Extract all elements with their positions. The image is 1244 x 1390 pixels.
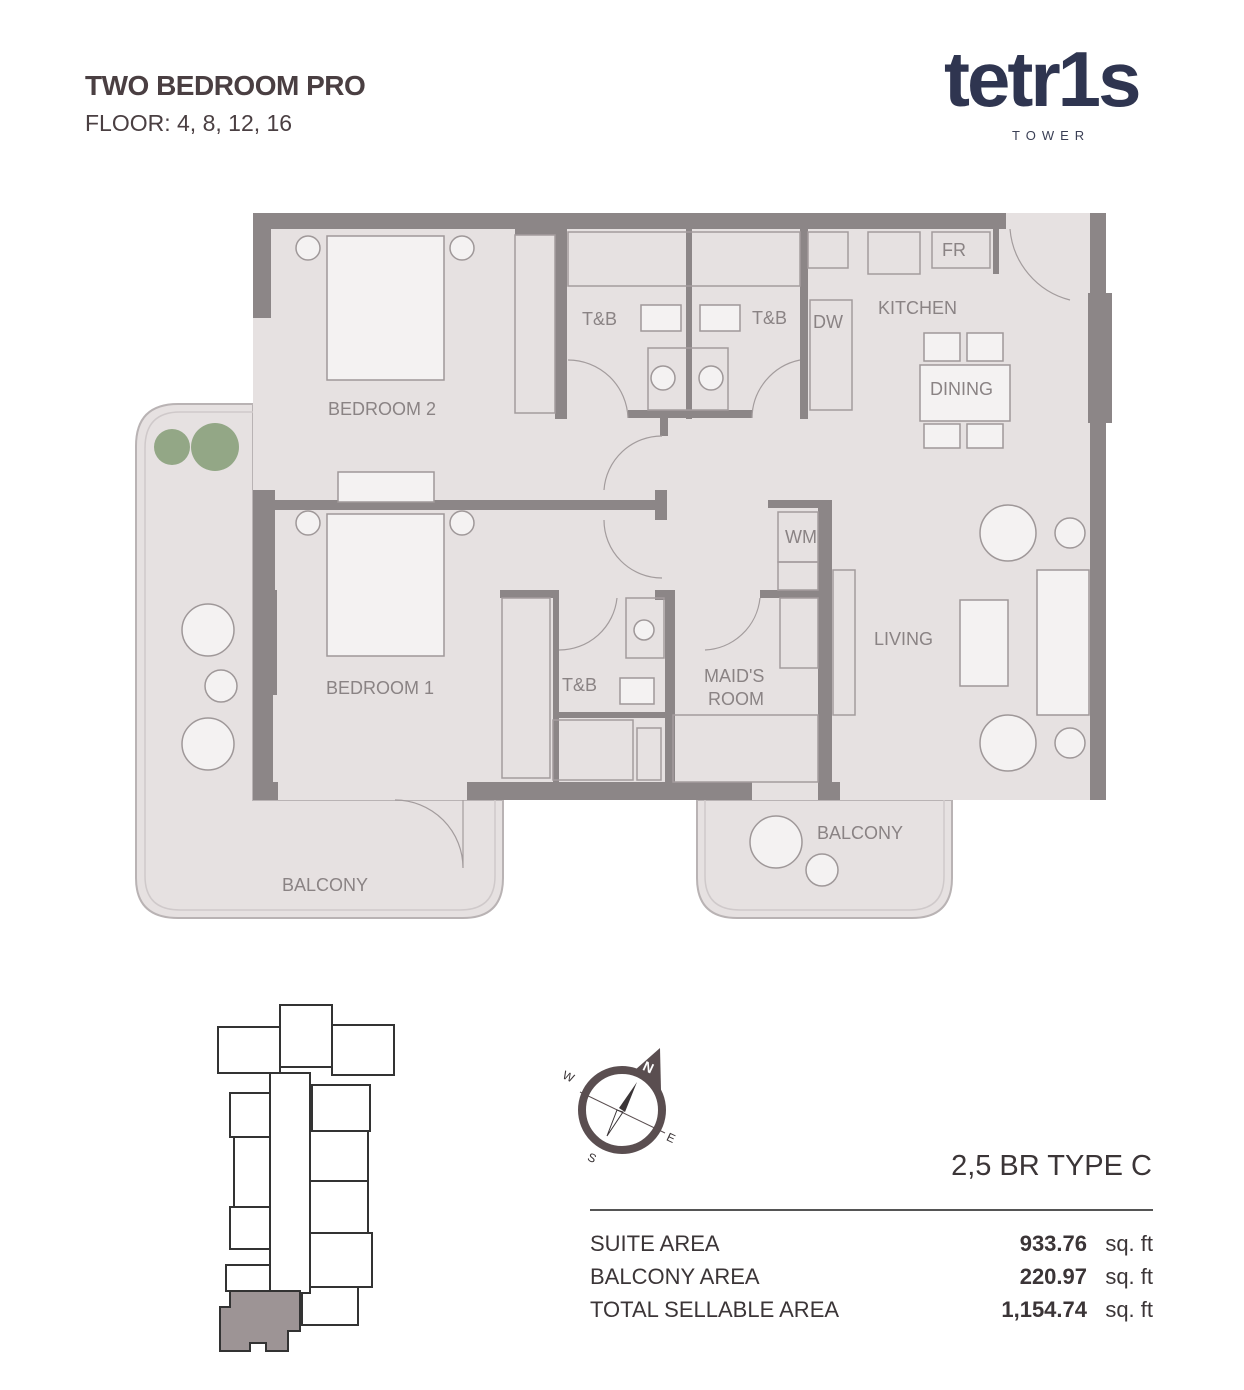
floor-plan: BEDROOM 2 BEDROOM 1 T&B T&B T&B KITCHEN … [135,213,1112,919]
label-bedroom-2: BEDROOM 2 [328,399,436,419]
label-tb-b: T&B [752,308,787,328]
label-wm: WM [785,527,817,547]
key-plan [217,1004,395,1352]
plan-title: TWO BEDROOM PRO [85,70,366,101]
desk [337,471,435,503]
door-swings [394,228,1071,869]
highlighted-unit [219,1290,301,1352]
label-balcony-right: BALCONY [817,823,903,843]
compass-w: W [560,1068,577,1086]
compass-icon: N E S W [560,1048,678,1166]
label-maids-room-2: ROOM [708,689,764,709]
plant-icon [154,423,239,471]
area-row-total: TOTAL SELLABLE AREA 1,154.74 sq. ft [590,1297,1153,1327]
label-kitchen: KITCHEN [878,298,957,318]
dining-table [919,364,1011,422]
compass-e: E [664,1130,677,1146]
compass-s: S [585,1150,598,1166]
logo-wordmark: tetr1s [944,35,1141,123]
label-living: LIVING [874,629,933,649]
bed-bedroom-1 [326,513,445,657]
tetris-tower-logo: tetr1s TOWER [940,35,1160,150]
label-fr: FR [942,240,966,260]
area-row-balcony: BALCONY AREA 220.97 sq. ft [590,1264,1153,1294]
area-unit: sq. ft [1105,1264,1153,1289]
area-label: BALCONY AREA [590,1264,760,1289]
furniture [181,235,1090,887]
unit-type: 2,5 BR TYPE C [951,1150,1152,1182]
label-dw: DW [813,312,843,332]
label-bedroom-1: BEDROOM 1 [326,678,434,698]
label-tb-a: T&B [582,309,617,329]
area-unit: sq. ft [1105,1231,1153,1256]
bed-bedroom-2 [326,235,445,381]
label-tb-c: T&B [562,675,597,695]
floor-list: FLOOR: 4, 8, 12, 16 [85,110,293,136]
balcony-left-area [135,403,504,919]
area-value: 1,154.74 [1001,1297,1087,1322]
area-label: SUITE AREA [590,1231,720,1256]
logo-subtitle: TOWER [1012,128,1091,143]
area-label: TOTAL SELLABLE AREA [590,1297,840,1322]
closets [501,231,991,783]
area-value: 933.76 [1019,1231,1087,1256]
label-maids-room-1: MAID'S [704,666,764,686]
label-dining: DINING [930,379,993,399]
area-row-suite: SUITE AREA 933.76 sq. ft [590,1231,1153,1261]
divider [590,1209,1153,1211]
walls [253,213,1112,800]
coffee-table [959,599,1009,687]
area-unit: sq. ft [1105,1297,1153,1322]
label-balcony-left: BALCONY [282,875,368,895]
area-value: 220.97 [1019,1264,1087,1289]
sofa [1036,569,1090,716]
